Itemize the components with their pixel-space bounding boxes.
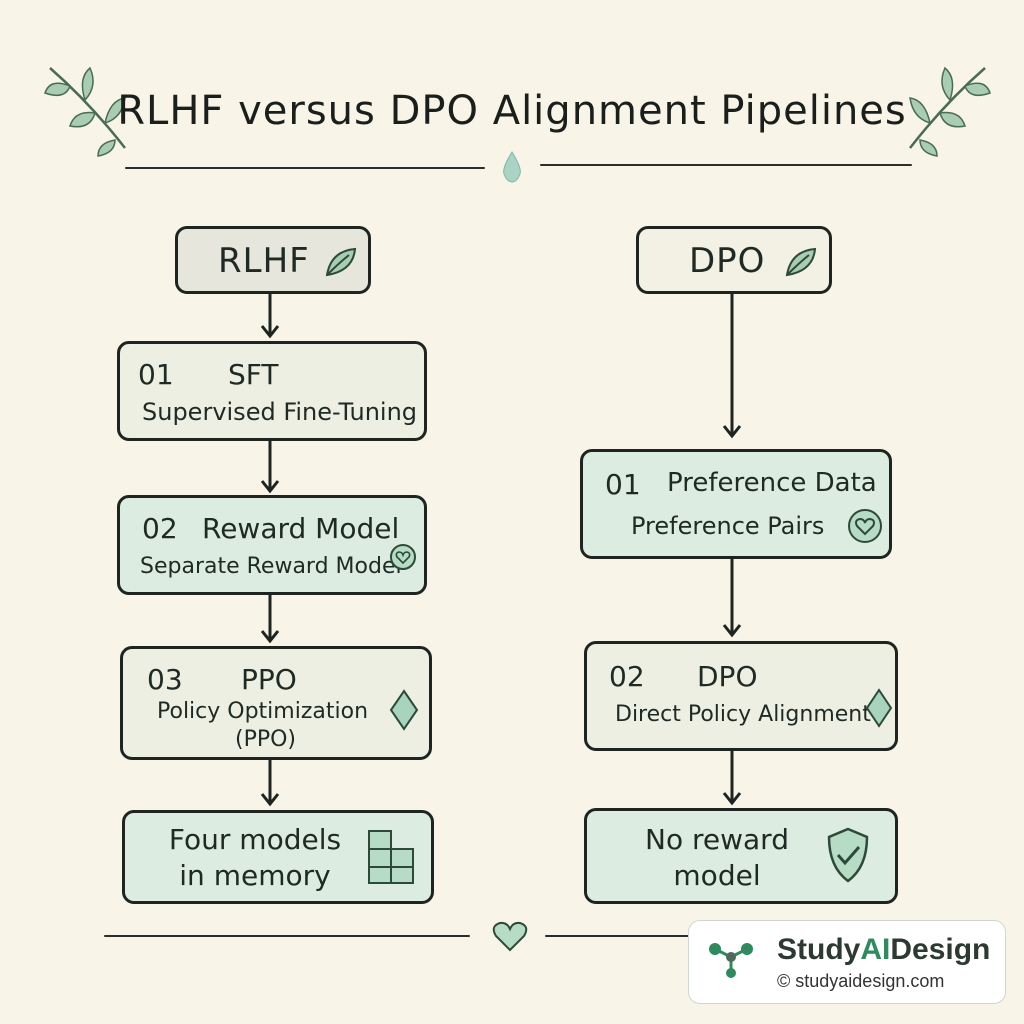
- rlhf-step-sft: 01 SFT Supervised Fine-Tuning: [117, 341, 427, 441]
- step-subtitle: Direct Policy Alignment: [615, 702, 871, 727]
- brand-part-design: Design: [890, 933, 991, 966]
- rlhf-header-label: RLHF: [218, 241, 310, 281]
- arrow-down: [260, 294, 280, 339]
- rlhf-header: RLHF: [175, 226, 371, 294]
- rlhf-step-reward-model: 02 Reward Model Separate Reward Model: [117, 495, 427, 595]
- bottom-divider-left: [104, 935, 470, 937]
- leaf-sprig-icon: [909, 66, 991, 157]
- result-line-2: in memory: [179, 859, 331, 892]
- dpo-step-preference-data: 01 Preference Data Preference Pairs: [580, 449, 892, 559]
- step-number: 02: [609, 660, 645, 693]
- molecule-logo-icon: [709, 943, 753, 978]
- step-subtitle: Preference Pairs: [631, 512, 825, 540]
- rlhf-result: Four models in memory: [122, 810, 434, 904]
- title-divider-right: [540, 164, 912, 166]
- bottom-divider-right: [545, 935, 695, 937]
- watermark-badge: StudyAIDesign © studyaidesign.com: [688, 920, 1006, 1004]
- step-title: PPO: [241, 663, 297, 696]
- title-divider-left: [125, 167, 485, 169]
- arrow-down: [260, 595, 280, 644]
- heart-badge-icon: [848, 509, 882, 543]
- step-title: Reward Model: [202, 512, 400, 545]
- stacked-cubes-icon: [368, 830, 414, 884]
- step-title: Preference Data: [667, 468, 877, 498]
- result-line-1: No reward: [645, 823, 789, 856]
- leaf-icon: [785, 247, 817, 277]
- brand-url: © studyaidesign.com: [777, 971, 945, 991]
- heart-badge-icon: [390, 544, 416, 570]
- brand-part-study: Study: [777, 933, 861, 966]
- dpo-header-label: DPO: [689, 241, 766, 281]
- shield-check-icon: [827, 827, 869, 883]
- brand-name: StudyAIDesign: [777, 933, 990, 967]
- leaf-sprig-icon: [44, 66, 126, 157]
- step-subtitle: Separate Reward Model: [140, 554, 402, 579]
- heart-icon: [492, 921, 528, 952]
- leaf-icon: [325, 247, 357, 277]
- step-number: 03: [147, 663, 183, 696]
- dpo-result: No reward model: [584, 808, 898, 904]
- arrow-down: [722, 294, 742, 439]
- dpo-step-dpo: 02 DPO Direct Policy Alignment: [584, 641, 898, 751]
- step-title: SFT: [228, 358, 279, 391]
- droplet-icon: [503, 151, 521, 183]
- page-title: RLHF versus DPO Alignment Pipelines: [117, 88, 907, 134]
- arrow-down: [260, 441, 280, 494]
- step-number: 01: [138, 358, 174, 391]
- rlhf-step-ppo: 03 PPO Policy Optimization (PPO): [120, 646, 432, 760]
- arrow-down: [260, 760, 280, 807]
- result-line-1: Four models: [168, 823, 342, 856]
- step-subtitle: Supervised Fine-Tuning: [142, 398, 418, 426]
- step-number: 02: [142, 512, 178, 545]
- arrow-down: [722, 559, 742, 638]
- diamond-icon: [389, 689, 419, 731]
- step-subtitle-line2: (PPO): [235, 727, 297, 752]
- step-title: DPO: [697, 660, 758, 693]
- arrow-down: [722, 751, 742, 806]
- result-line-2: model: [673, 859, 761, 892]
- step-number: 01: [605, 468, 641, 501]
- dpo-header: DPO: [636, 226, 832, 294]
- step-subtitle: Policy Optimization: [157, 699, 369, 724]
- diamond-icon: [865, 688, 893, 728]
- brand-part-ai: AI: [860, 933, 891, 966]
